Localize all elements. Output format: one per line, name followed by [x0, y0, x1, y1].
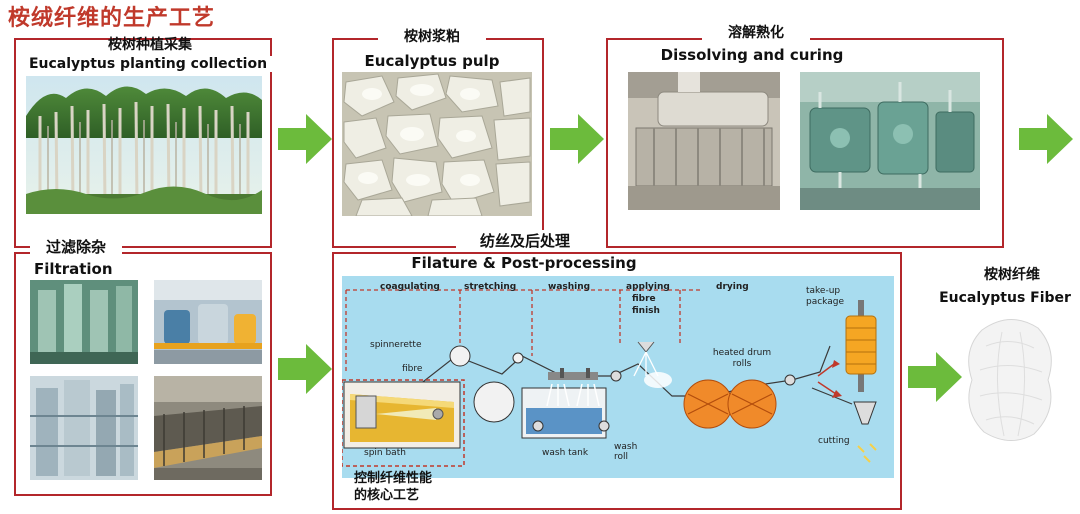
- filtration-photo-2: [154, 280, 262, 364]
- pulp-label-cn: 桉树浆粕: [378, 26, 486, 46]
- spinnerette-label: spinnerette: [370, 340, 422, 350]
- stage-finish-label: finish: [632, 306, 660, 316]
- dissolving-label-en: Dissolving and curing: [646, 46, 858, 64]
- fibre-label: fibre: [402, 364, 423, 374]
- wash-tank-label: wash tank: [542, 448, 589, 458]
- filtration-label-cn: 过滤除杂: [30, 236, 122, 257]
- page-title: 桉绒纤维的生产工艺: [8, 6, 216, 31]
- stage-applying-label: applying: [626, 282, 670, 292]
- arrow-right-icon: [550, 114, 604, 164]
- eucalyptus-fiber-photo: [962, 310, 1058, 446]
- arrow-right-icon: [278, 344, 332, 394]
- eucalyptus-forest-photo: [26, 76, 262, 214]
- filtration-photo-1: [30, 280, 138, 364]
- heated-drum-rolls-label: heated drum rolls: [712, 348, 772, 369]
- stage-coagulating-label: coagulating: [380, 282, 440, 292]
- stage-stretching-label: stretching: [464, 282, 517, 292]
- filature-label-cn: 纺丝及后处理: [456, 230, 594, 251]
- take-up-package-label: take-up package: [806, 286, 844, 307]
- cutting-label: cutting: [818, 436, 850, 446]
- planting-label-cn: 桉树种植采集: [108, 37, 192, 53]
- callout-line-1: 控制纤维性能: [354, 471, 433, 486]
- filature-process-diagram: coagulating stretching washing applying …: [342, 276, 894, 478]
- filtration-box: [14, 252, 272, 496]
- stage-fibre-label: fibre: [632, 294, 656, 304]
- callout-line-2: 的核心工艺: [354, 488, 420, 503]
- dissolving-label-cn: 溶解熟化: [702, 22, 810, 42]
- filtration-label-en: Filtration: [34, 260, 113, 278]
- dissolving-machine-photo-2: [800, 72, 980, 210]
- fiber-label-en: Eucalyptus Fiber: [926, 290, 1080, 306]
- stage-washing-label: washing: [548, 282, 591, 292]
- stage-drying-label: drying: [716, 282, 749, 292]
- planting-box: [14, 38, 272, 248]
- planting-label-en: Eucalyptus planting collection: [22, 56, 274, 72]
- arrow-right-icon: [278, 114, 332, 164]
- filtration-photo-3: [30, 376, 138, 480]
- filature-label-en: Filature & Post-processing: [398, 254, 650, 272]
- arrow-right-icon: [1019, 114, 1073, 164]
- fiber-label-cn: 桉树纤维: [958, 264, 1066, 284]
- filature-box: [332, 252, 902, 510]
- arrow-right-icon: [908, 352, 962, 402]
- filtration-photo-4: [154, 376, 262, 480]
- spin-bath-label: spin bath: [364, 448, 406, 458]
- pulp-photo: [342, 72, 532, 216]
- pulp-label-en: Eucalyptus pulp: [348, 52, 516, 70]
- core-process-callout: 控制纤维性能 的核心工艺: [354, 470, 432, 504]
- wash-roll-label: wash roll: [614, 442, 638, 462]
- dissolving-machine-photo-1: [628, 72, 780, 210]
